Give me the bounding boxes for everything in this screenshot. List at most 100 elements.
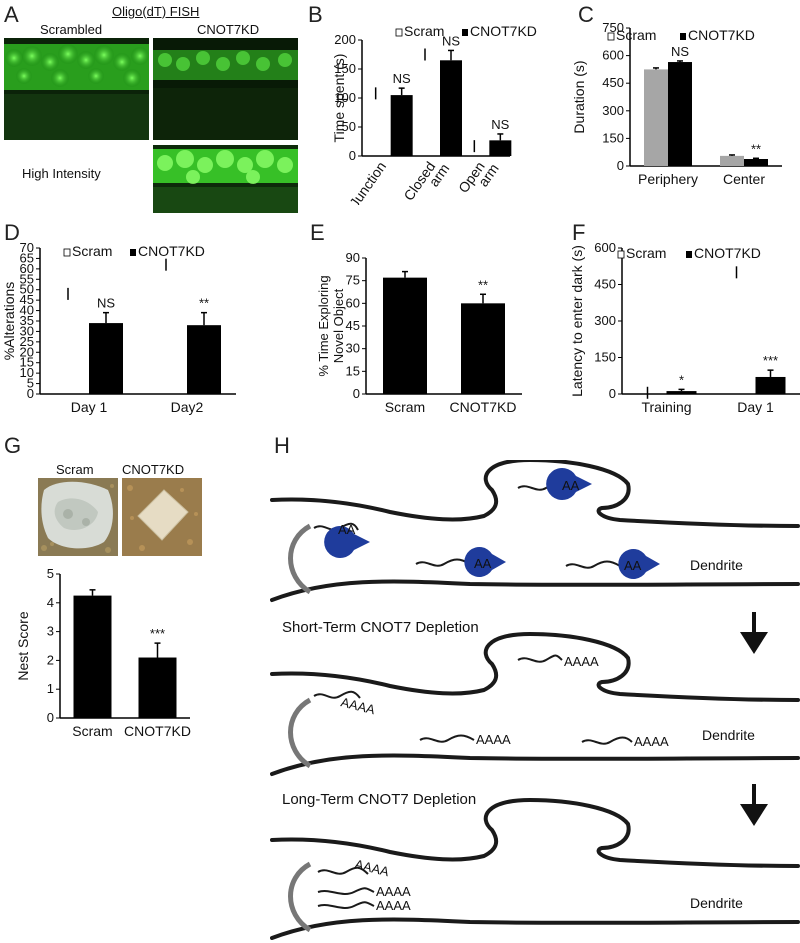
legend-swatch-cnot7kd [686,251,692,258]
x-tick-label: Center [723,171,765,187]
legend-swatch-scram [617,250,625,259]
y-tick-label: 45 [20,292,34,307]
soma-arc-top [288,523,312,595]
y-axis-label: %Alterations [1,282,17,361]
y-tick-label: 100 [334,90,356,105]
chart-panel-d: 0510152025303540455055606570%Alterations… [1,240,236,415]
legend-label-cnot7kd: CNOT7KD [694,245,761,261]
polya-top-4: AA [624,558,642,573]
deadenylase-icon-1 [324,526,370,558]
y-tick-label: 25 [20,334,34,349]
panel-label-a: A [4,2,19,27]
mrna-top-4 [565,560,621,569]
polya-bot-2: AAAA [376,884,411,899]
bar-value [73,595,112,718]
legend-label-cnot7kd: CNOT7KD [138,243,205,259]
polya-mid-1: AAAA [339,694,377,717]
x-tick-label: Scram [72,723,112,739]
x-tick-label: Training [641,399,691,415]
panel-label-c: C [578,2,594,27]
legend-label-scram: Scram [404,23,444,39]
bar-cnot7kd [668,62,692,166]
bar-cnot7kd [489,140,512,156]
polya-bot-3: AAAA [376,898,411,913]
fish-image-high-intensity [153,145,298,213]
dendrite-outline-top-lower [270,579,800,602]
x-tick-label: Junction [346,159,389,205]
bar-cnot7kd [390,95,413,156]
y-tick-label: 0 [617,158,624,173]
y-tick-label: 4 [47,595,54,610]
mrna-mid-3 [517,654,563,663]
legend-label-cnot7kd: CNOT7KD [470,23,537,39]
y-tick-label: 1 [47,681,54,696]
significance-label: ** [199,296,209,311]
label-high-intensity: High Intensity [22,166,101,181]
dendrite-diagram: AA AA AA AA AAAA AAAA AAAA AAAA AAAA AAA… [270,460,800,940]
y-tick-label: 200 [334,32,356,47]
y-tick-label: 3 [47,624,54,639]
label-short-term-depletion: Short-Term CNOT7 Depletion [282,619,479,636]
polya-mid-2: AAAA [476,732,511,747]
significance-label: ** [751,141,761,156]
dendrite-outline-top-upper [270,460,800,528]
bar-cnot7kd [440,60,462,156]
legend-swatch-scram [63,248,71,257]
y-tick-label: 150 [602,130,624,145]
y-tick-label: 150 [334,61,356,76]
y-tick-label: 75 [346,273,360,288]
nest-photo-cnot7kd [122,478,202,556]
nest-photo-scram-label: Scram [56,462,94,477]
y-tick-label: 5 [47,566,54,581]
y-axis-label: Novel Object [331,288,346,363]
legend-swatch-cnot7kd [462,29,468,36]
y-axis-label: % Time Exploring [316,275,331,376]
fish-scrambled-graphic [4,38,149,140]
y-tick-label: 15 [346,363,360,378]
y-tick-label: 0 [47,710,54,725]
legend-swatch-cnot7kd [680,33,686,40]
y-tick-label: 60 [20,261,34,276]
bar-cnot7kd [755,376,786,394]
label-scrambled: Scrambled [40,22,103,37]
significance-label: NS [442,33,460,48]
y-tick-label: 65 [20,250,34,265]
y-tick-label: 450 [602,75,624,90]
panel-label-f: F [572,220,586,245]
x-tick-label: Day2 [171,399,204,415]
dendrite-outline-mid-upper [270,631,800,702]
y-tick-label: 300 [602,103,624,118]
fish-image-scrambled [4,38,149,140]
panel-label-h: H [274,433,290,458]
mrna-mid-1 [313,690,361,699]
mrna-mid-4 [581,736,633,745]
fish-high-intensity-graphic [153,145,298,213]
y-tick-label: 150 [594,350,616,365]
y-tick-label: 0 [353,386,360,401]
significance-label: ** [478,277,488,292]
y-tick-label: 60 [346,295,360,310]
panel-label-d: D [4,220,20,245]
fish-image-cnot7kd [153,38,298,140]
bar-cnot7kd [666,391,697,394]
bar-value [138,657,177,718]
polya-bot-1: AAAA [353,856,391,879]
significance-label: NS [97,296,115,311]
nest-photo-scram [38,478,118,556]
bar-scram [644,69,668,166]
panel-label-g: G [4,433,22,458]
bar-value [383,277,427,394]
y-tick-label: 5 [27,376,34,391]
arrow-down-icon-1 [740,632,768,654]
deadenylase-icon-4 [618,549,660,579]
bar-cnot7kd [89,323,123,394]
significance-label: * [679,372,684,387]
significance-label: NS [671,44,689,59]
soma-arc-mid [288,697,312,769]
y-tick-label: 2 [47,652,54,667]
y-tick-label: 70 [20,240,34,255]
mrna-bot-3 [317,901,375,909]
x-tick-label: Day 1 [737,399,774,415]
y-tick-label: 35 [20,313,34,328]
